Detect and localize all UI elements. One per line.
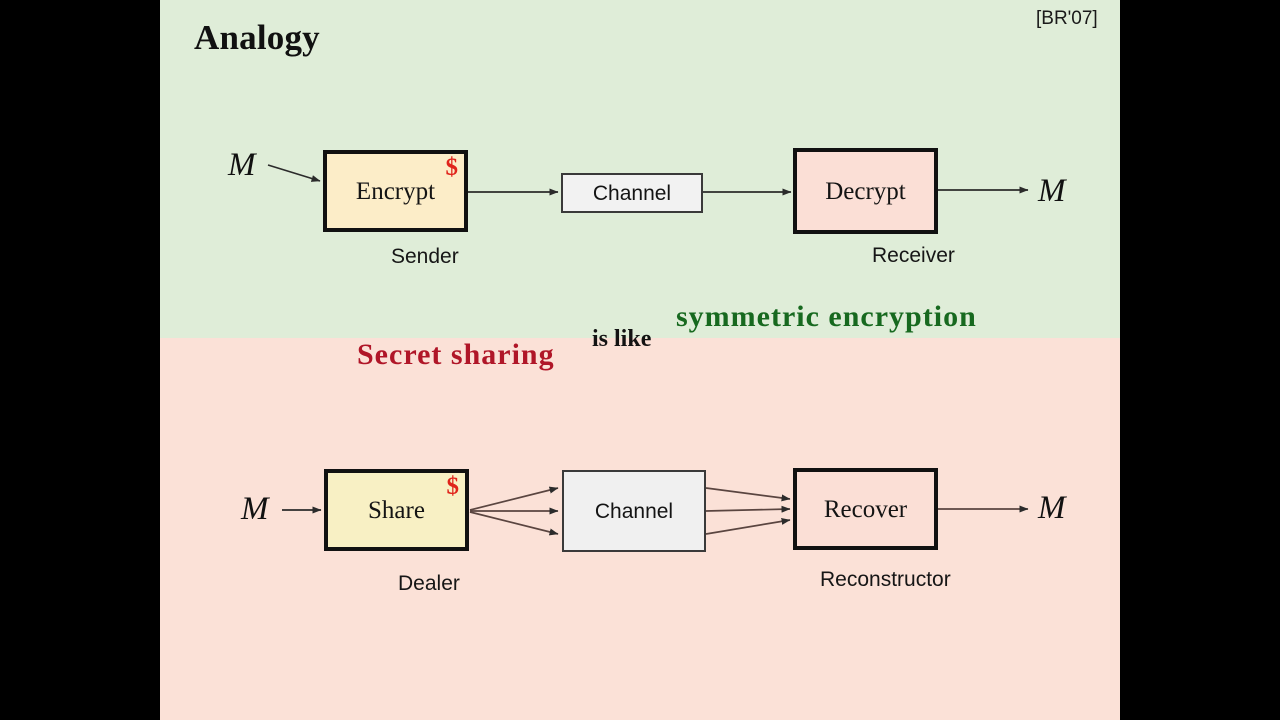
role-label-receiver: Receiver (872, 244, 955, 267)
process-box-encrypt-label: Encrypt (355, 177, 436, 205)
letterbox-bar-left (0, 0, 160, 720)
randomness-dollar-icon-bottom: $ (446, 473, 460, 500)
process-box-share[interactable]: Share $ (324, 469, 469, 551)
process-box-channel-top[interactable]: Channel (561, 173, 703, 213)
randomness-dollar-icon: $ (445, 154, 459, 181)
role-label-sender: Sender (391, 245, 459, 268)
role-label-reconstructor: Reconstructor (820, 568, 951, 591)
process-box-encrypt[interactable]: Encrypt $ (323, 150, 468, 232)
analogy-subject-text: Secret sharing (357, 338, 555, 371)
bottom-output-message-symbol: M (1038, 490, 1066, 526)
process-box-channel-top-label: Channel (592, 181, 672, 205)
role-label-dealer: Dealer (398, 572, 460, 595)
process-box-channel-bottom-label: Channel (594, 499, 674, 523)
process-box-decrypt-label: Decrypt (825, 177, 906, 205)
analogy-connector-text: is like (592, 326, 652, 352)
process-box-recover[interactable]: Recover (793, 468, 938, 550)
process-box-channel-bottom[interactable]: Channel (562, 470, 706, 552)
process-box-share-label: Share (368, 496, 425, 524)
analogy-object-text: symmetric encryption (676, 300, 977, 333)
top-input-message-symbol: M (228, 147, 256, 183)
process-box-decrypt[interactable]: Decrypt (793, 148, 938, 234)
bottom-input-message-symbol: M (241, 491, 269, 527)
page-title: Analogy (194, 18, 320, 57)
citation-reference: [BR'07] (1036, 8, 1098, 29)
letterbox-bar-right (1120, 0, 1280, 720)
process-box-recover-label: Recover (823, 495, 908, 523)
top-output-message-symbol: M (1038, 173, 1066, 209)
